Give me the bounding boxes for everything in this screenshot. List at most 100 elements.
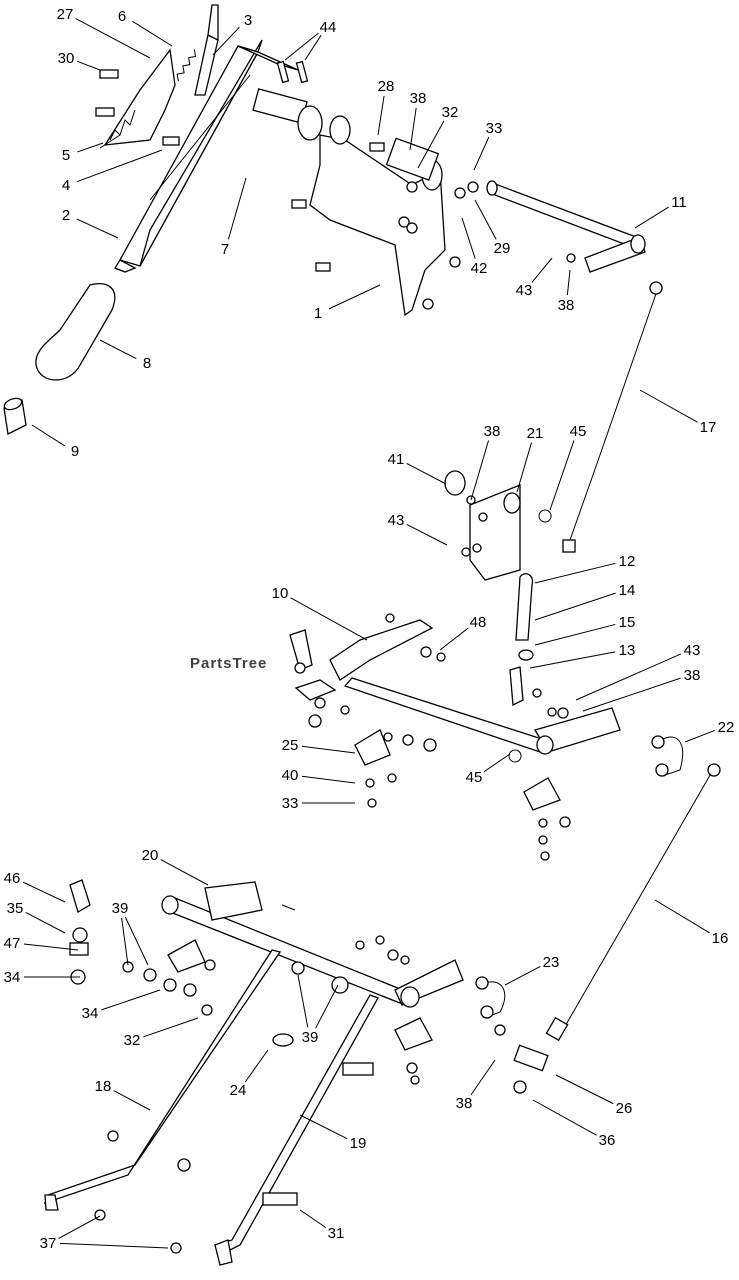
callout-12: 12 <box>619 553 636 570</box>
pivot-bracket <box>309 115 446 317</box>
mounting-plate <box>444 470 552 581</box>
callout-6: 6 <box>118 8 126 25</box>
callout-40: 40 <box>282 767 299 784</box>
leader-line-43 <box>531 257 553 283</box>
leader-line-17 <box>639 389 698 423</box>
leader-line-33 <box>473 136 490 171</box>
leader-line-43 <box>406 523 448 546</box>
bent-rod-23 <box>475 976 506 1019</box>
leader-line-39 <box>315 984 339 1029</box>
ratchet-plate <box>103 48 176 146</box>
callout-5: 5 <box>62 147 70 164</box>
leader-line-39 <box>124 916 149 966</box>
leader-line-20 <box>160 859 209 886</box>
watermark-text: PartsTree <box>190 655 267 672</box>
callout-30: 30 <box>58 50 75 67</box>
callout-44: 44 <box>320 19 337 36</box>
callout-23: 23 <box>543 954 560 971</box>
hand-grip <box>35 283 116 381</box>
leader-line-26 <box>555 1074 614 1105</box>
callout-17: 17 <box>700 419 717 436</box>
callout-27: 27 <box>57 6 74 23</box>
callout-26: 26 <box>616 1100 633 1117</box>
callout-45: 45 <box>570 423 587 440</box>
callout-1: 1 <box>314 305 322 322</box>
leader-line-5 <box>77 142 104 153</box>
leader-line-28 <box>377 95 385 136</box>
callout-46: 46 <box>4 870 21 887</box>
leader-line-38 <box>409 107 417 151</box>
callout-38: 38 <box>410 90 427 107</box>
roll-pins <box>276 60 309 84</box>
leader-line-32 <box>417 120 445 169</box>
lever-arm <box>194 4 219 96</box>
callout-38: 38 <box>684 667 701 684</box>
callout-34: 34 <box>4 969 21 986</box>
callout-37: 37 <box>40 1235 57 1252</box>
leader-line-13 <box>529 651 616 669</box>
callout-18: 18 <box>95 1078 112 1095</box>
leader-line-19 <box>299 1114 348 1140</box>
callout-24: 24 <box>230 1082 247 1099</box>
leader-line-29 <box>474 199 497 240</box>
callout-7: 7 <box>221 241 229 258</box>
callout-10: 10 <box>272 585 289 602</box>
callout-32: 32 <box>124 1032 141 1049</box>
leader-line-16 <box>654 899 710 934</box>
callout-13: 13 <box>619 642 636 659</box>
lower-fasteners <box>69 879 549 1254</box>
callout-20: 20 <box>142 847 159 864</box>
leader-line-45 <box>483 753 511 773</box>
leader-line-38 <box>470 1059 496 1096</box>
callout-16: 16 <box>712 930 729 947</box>
callout-28: 28 <box>378 78 395 95</box>
link-rod-17 <box>562 281 663 553</box>
leader-line-45 <box>549 440 575 511</box>
callout-14: 14 <box>619 582 636 599</box>
leader-line-3 <box>212 26 240 56</box>
leader-line-48 <box>439 627 469 651</box>
leader-line-36 <box>532 1099 597 1136</box>
callout-38: 38 <box>484 423 501 440</box>
leader-line-7 <box>227 177 247 240</box>
leader-line-38 <box>566 269 571 296</box>
callout-38: 38 <box>456 1095 473 1112</box>
leader-line-21 <box>516 442 532 493</box>
leader-line-2 <box>76 218 119 239</box>
leader-line-10 <box>290 597 368 641</box>
middle-linkage <box>289 573 621 811</box>
fasteners-pivot <box>291 142 479 310</box>
callout-43: 43 <box>388 512 405 529</box>
callout-31: 31 <box>328 1225 345 1242</box>
leader-line-25 <box>301 745 356 754</box>
leader-line-38 <box>582 677 681 712</box>
small-bolts-upper <box>95 69 180 149</box>
leader-line-14 <box>534 592 616 621</box>
leader-line-1 <box>328 284 381 310</box>
lever-bracket-assembly <box>114 39 323 273</box>
callout-47: 47 <box>4 935 21 952</box>
leader-line-41 <box>406 463 447 485</box>
leader-line-34 <box>101 989 161 1011</box>
leader-line-47 <box>23 943 79 951</box>
leader-line-44 <box>304 34 322 61</box>
callout-43: 43 <box>684 642 701 659</box>
leader-line-22 <box>684 729 715 743</box>
callout-21: 21 <box>527 425 544 442</box>
leader-line-39 <box>121 917 129 966</box>
leader-line-39 <box>297 974 309 1028</box>
leader-line-37 <box>58 1215 101 1239</box>
leader-line-6 <box>132 20 173 47</box>
callout-43: 43 <box>516 282 533 299</box>
callout-3: 3 <box>244 12 252 29</box>
leader-line-44 <box>284 32 319 61</box>
callout-11: 11 <box>671 194 687 211</box>
callout-9: 9 <box>71 443 79 460</box>
leader-line-12 <box>534 562 616 584</box>
lower-right-arm <box>214 994 379 1266</box>
leader-line-27 <box>75 18 151 59</box>
callout-33: 33 <box>486 120 503 137</box>
leader-line-9 <box>31 424 65 447</box>
